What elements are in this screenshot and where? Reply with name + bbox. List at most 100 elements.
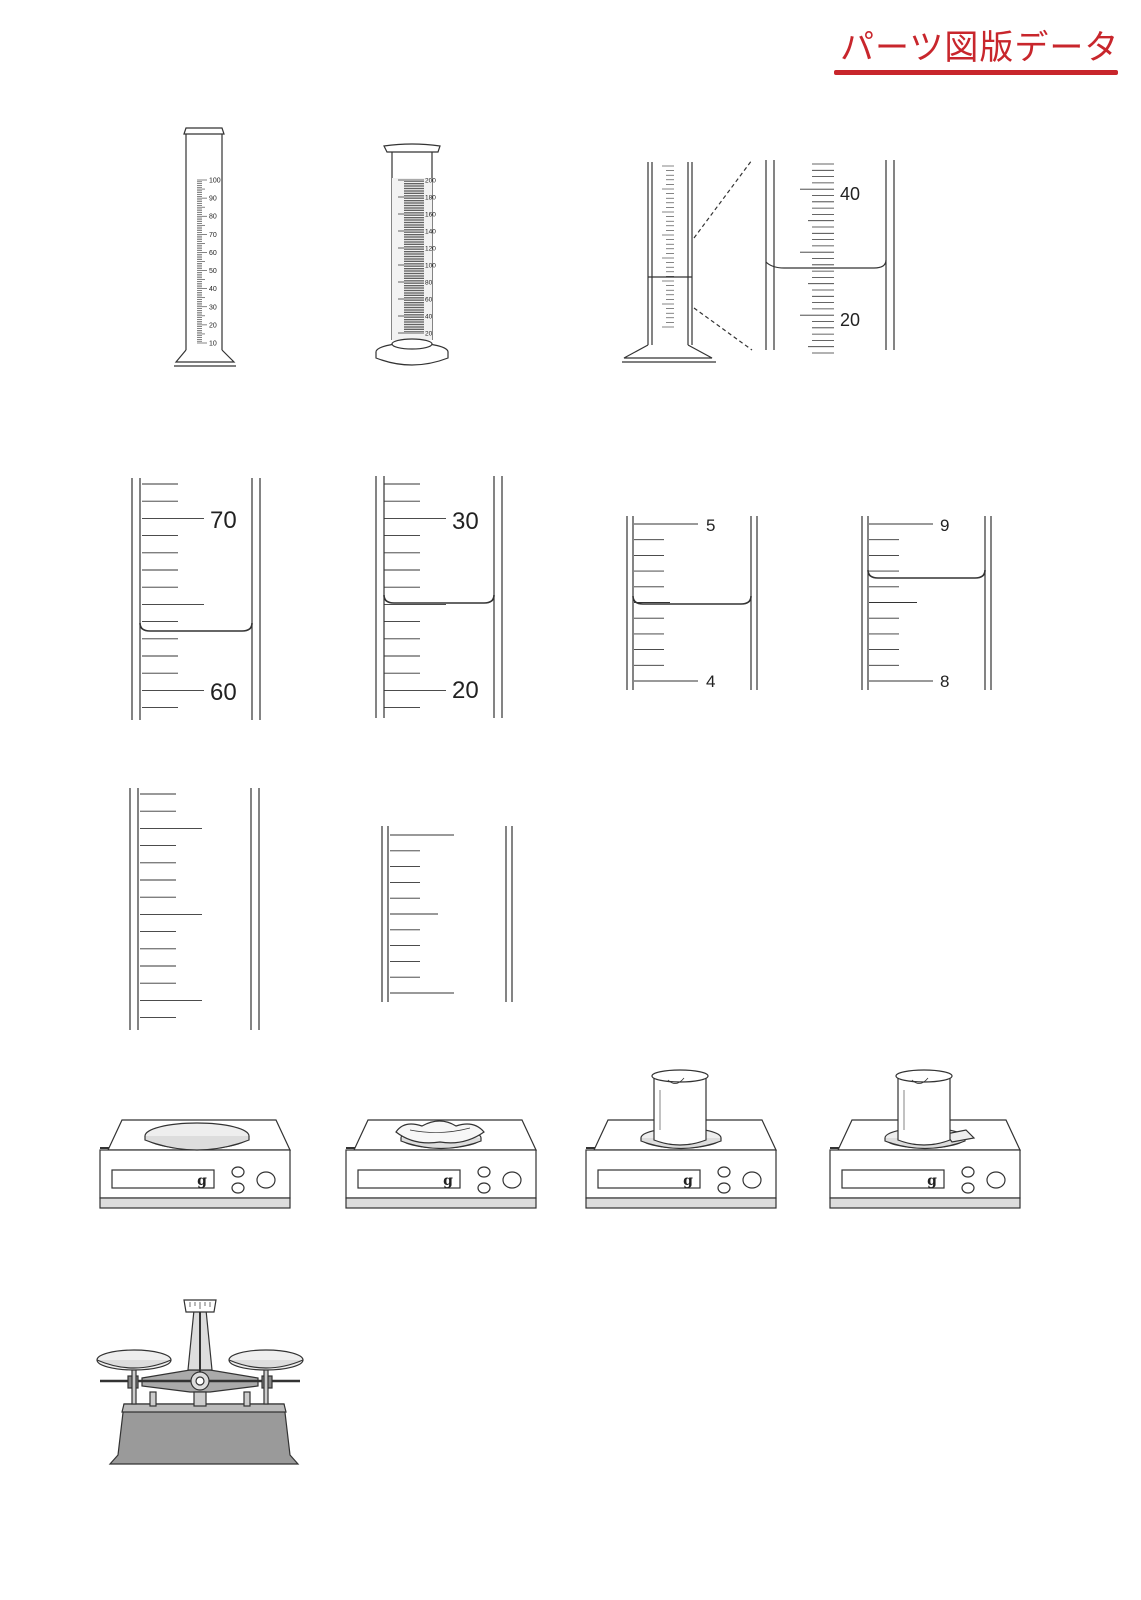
balance-button bbox=[502, 1171, 522, 1189]
beaker-body bbox=[897, 1076, 951, 1146]
beaker-spout bbox=[667, 1077, 685, 1084]
cylinder-label: 40 bbox=[425, 314, 433, 321]
balance-button bbox=[717, 1182, 731, 1194]
zoom-guide bbox=[693, 159, 753, 239]
cylinder-label: 160 bbox=[425, 212, 436, 219]
balance-unit: g bbox=[927, 1173, 937, 1189]
meniscus-scale-70-60: 70 60 bbox=[131, 478, 261, 720]
electronic-balance-with-beaker: g bbox=[585, 1069, 777, 1209]
balance-foot bbox=[345, 1197, 537, 1209]
cylinder-liquid bbox=[392, 178, 432, 340]
scale-meniscus bbox=[867, 569, 986, 579]
balance-display bbox=[597, 1169, 701, 1189]
balance-button bbox=[961, 1182, 975, 1194]
title-underline bbox=[834, 70, 1118, 75]
beaker-rim bbox=[651, 1069, 709, 1083]
beaker-rim bbox=[895, 1069, 953, 1083]
balance-button bbox=[717, 1166, 731, 1178]
scale-tube-wall bbox=[861, 516, 992, 690]
balance-pan-rim bbox=[144, 1136, 250, 1151]
scale-tube-wall bbox=[381, 826, 513, 1002]
cylinder-label: 50 bbox=[209, 268, 217, 275]
balance-unit: g bbox=[443, 1173, 453, 1189]
scale-label-lower: 20 bbox=[452, 677, 479, 704]
balance-button bbox=[477, 1166, 491, 1178]
cylinder-lip bbox=[183, 127, 225, 135]
blank-scale-large bbox=[129, 788, 260, 1030]
scale-label-lower: 60 bbox=[210, 679, 237, 706]
cylinder-label: 120 bbox=[425, 246, 436, 253]
weighing-paper bbox=[395, 1120, 485, 1144]
balance-unit: g bbox=[683, 1173, 693, 1189]
cylinder-label: 100 bbox=[425, 263, 436, 270]
cylinder-zoom-detail: 40 20 bbox=[622, 159, 895, 363]
balance-unit: g bbox=[197, 1173, 207, 1189]
cylinder-label: 20 bbox=[425, 331, 433, 338]
scale-label-upper: 30 bbox=[452, 508, 479, 535]
scale-label-upper: 70 bbox=[210, 507, 237, 534]
balance-button bbox=[231, 1166, 245, 1178]
meniscus-scale-5-4: 54 bbox=[626, 516, 758, 691]
balance-display bbox=[841, 1169, 945, 1189]
meniscus-scale-30-20: 30 20 bbox=[375, 476, 503, 718]
cylinder-label: 90 bbox=[209, 196, 217, 203]
cylinder-label: 60 bbox=[425, 297, 433, 304]
beaker-body bbox=[653, 1076, 707, 1146]
balance-button bbox=[742, 1171, 762, 1189]
scale-meniscus bbox=[139, 622, 253, 632]
cylinder-label: 70 bbox=[209, 232, 217, 239]
electronic-balance-empty: g bbox=[99, 1119, 291, 1209]
cylinder-label: 30 bbox=[209, 304, 217, 311]
cylinder-base-side bbox=[375, 352, 449, 366]
meniscus-scale-9-8: 98 bbox=[861, 516, 992, 691]
cylinder-base bbox=[174, 349, 236, 363]
zoom-label-upper: 40 bbox=[840, 184, 860, 204]
scale-label-upper: 5 bbox=[706, 516, 715, 535]
paper-fold bbox=[409, 1127, 471, 1133]
graduated-cylinder-small: 100 90 80 70 60 50 40 30 20 10 bbox=[174, 127, 236, 367]
cylinder-label: 60 bbox=[209, 250, 217, 257]
scale-label-lower: 8 bbox=[940, 672, 949, 691]
balance-button bbox=[231, 1182, 245, 1194]
zoom-guide bbox=[693, 307, 753, 351]
scale-label-upper: 9 bbox=[940, 516, 949, 535]
cylinder-label: 40 bbox=[209, 286, 217, 293]
balance-display bbox=[111, 1169, 215, 1189]
pan-balance bbox=[96, 1299, 304, 1465]
electronic-balance-with-beaker-and-paper: g bbox=[829, 1069, 1021, 1209]
zoom-magnified-wall bbox=[765, 160, 895, 350]
zoom-cylinder-wall bbox=[647, 162, 693, 345]
page-title: パーツ図版データ bbox=[840, 28, 1120, 68]
cylinder-label: 80 bbox=[425, 280, 433, 287]
blank-scale-small bbox=[381, 826, 513, 1002]
balance-button bbox=[986, 1171, 1006, 1189]
balance-foot bbox=[829, 1197, 1021, 1209]
zoom-meniscus bbox=[765, 259, 887, 269]
balance-button bbox=[961, 1166, 975, 1178]
scale-tube-wall bbox=[375, 476, 503, 718]
cylinder-label: 80 bbox=[209, 214, 217, 221]
scale-meniscus bbox=[383, 594, 495, 604]
zoom-cylinder-base bbox=[623, 344, 713, 359]
scale-label-lower: 4 bbox=[706, 672, 715, 691]
cylinder-foot bbox=[391, 338, 433, 350]
cylinder-label: 10 bbox=[209, 341, 217, 348]
scale-tube-wall bbox=[129, 788, 260, 1030]
balance-button bbox=[477, 1182, 491, 1194]
electronic-balance-with-paper: g bbox=[345, 1119, 537, 1209]
cylinder-label: 20 bbox=[209, 322, 217, 329]
beaker-spout bbox=[911, 1077, 929, 1084]
balance-foot bbox=[585, 1197, 777, 1209]
cylinder-label: 140 bbox=[425, 229, 436, 236]
scale-tube-wall bbox=[626, 516, 758, 690]
zoom-label-lower: 20 bbox=[840, 310, 860, 330]
cylinder-label: 180 bbox=[425, 195, 436, 202]
balance-foot bbox=[99, 1197, 291, 1209]
balance-display bbox=[357, 1169, 461, 1189]
cylinder-label: 100 bbox=[209, 178, 221, 185]
balance-button bbox=[256, 1171, 276, 1189]
cylinder-wall bbox=[185, 134, 223, 350]
cylinder-lip bbox=[383, 143, 441, 153]
